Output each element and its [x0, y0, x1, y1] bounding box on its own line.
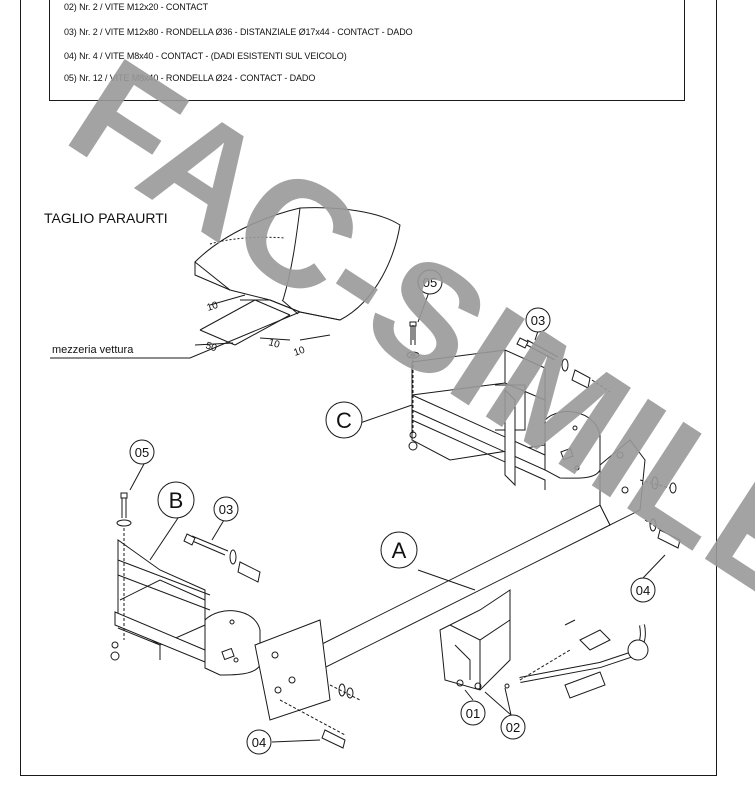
callout-03-top: 03	[531, 313, 545, 328]
drawing-frame	[20, 0, 717, 776]
legend-item-02: 02) Nr. 2 / VITE M12x20 - CONTACT	[64, 2, 209, 12]
bumper-cut-title: TAGLIO PARAURTI	[44, 210, 168, 226]
dimension-10-b: 10	[267, 337, 281, 351]
callout-a: A	[392, 538, 407, 563]
dimension-10-a: 10	[206, 300, 220, 314]
legend-item-03: 03) Nr. 2 / VITE M12x80 - RONDELLA Ø36 -…	[64, 27, 413, 37]
dimension-50: 50	[204, 340, 218, 354]
callout-circles	[129, 269, 656, 755]
callout-01: 01	[466, 706, 480, 721]
callout-05-top: 05	[423, 275, 437, 290]
dimension-10-c: 10	[292, 345, 307, 359]
callout-04-bottom: 04	[252, 735, 266, 750]
callout-b: B	[169, 488, 184, 513]
callout-05-left: 05	[135, 445, 149, 460]
centerline-label: mezzeria vettura	[52, 344, 134, 356]
callout-02: 02	[506, 720, 520, 735]
legend-item-05: 05) Nr. 12 / VITE M8x40 - RONDELLA Ø24 -…	[64, 73, 316, 83]
legend-item-04: 04) Nr. 4 / VITE M8x40 - CONTACT - (DADI…	[64, 51, 347, 61]
bumper-cut-detail	[50, 207, 401, 359]
callout-03-left: 03	[219, 502, 233, 517]
callout-c: C	[336, 408, 352, 433]
bracket-c	[406, 321, 611, 490]
crossbar-a	[254, 439, 681, 749]
callout-04-right: 04	[636, 583, 650, 598]
bracket-b	[110, 492, 261, 676]
parts-legend: 02) Nr. 2 / VITE M12x20 - CONTACT 03) Nr…	[49, 0, 685, 101]
